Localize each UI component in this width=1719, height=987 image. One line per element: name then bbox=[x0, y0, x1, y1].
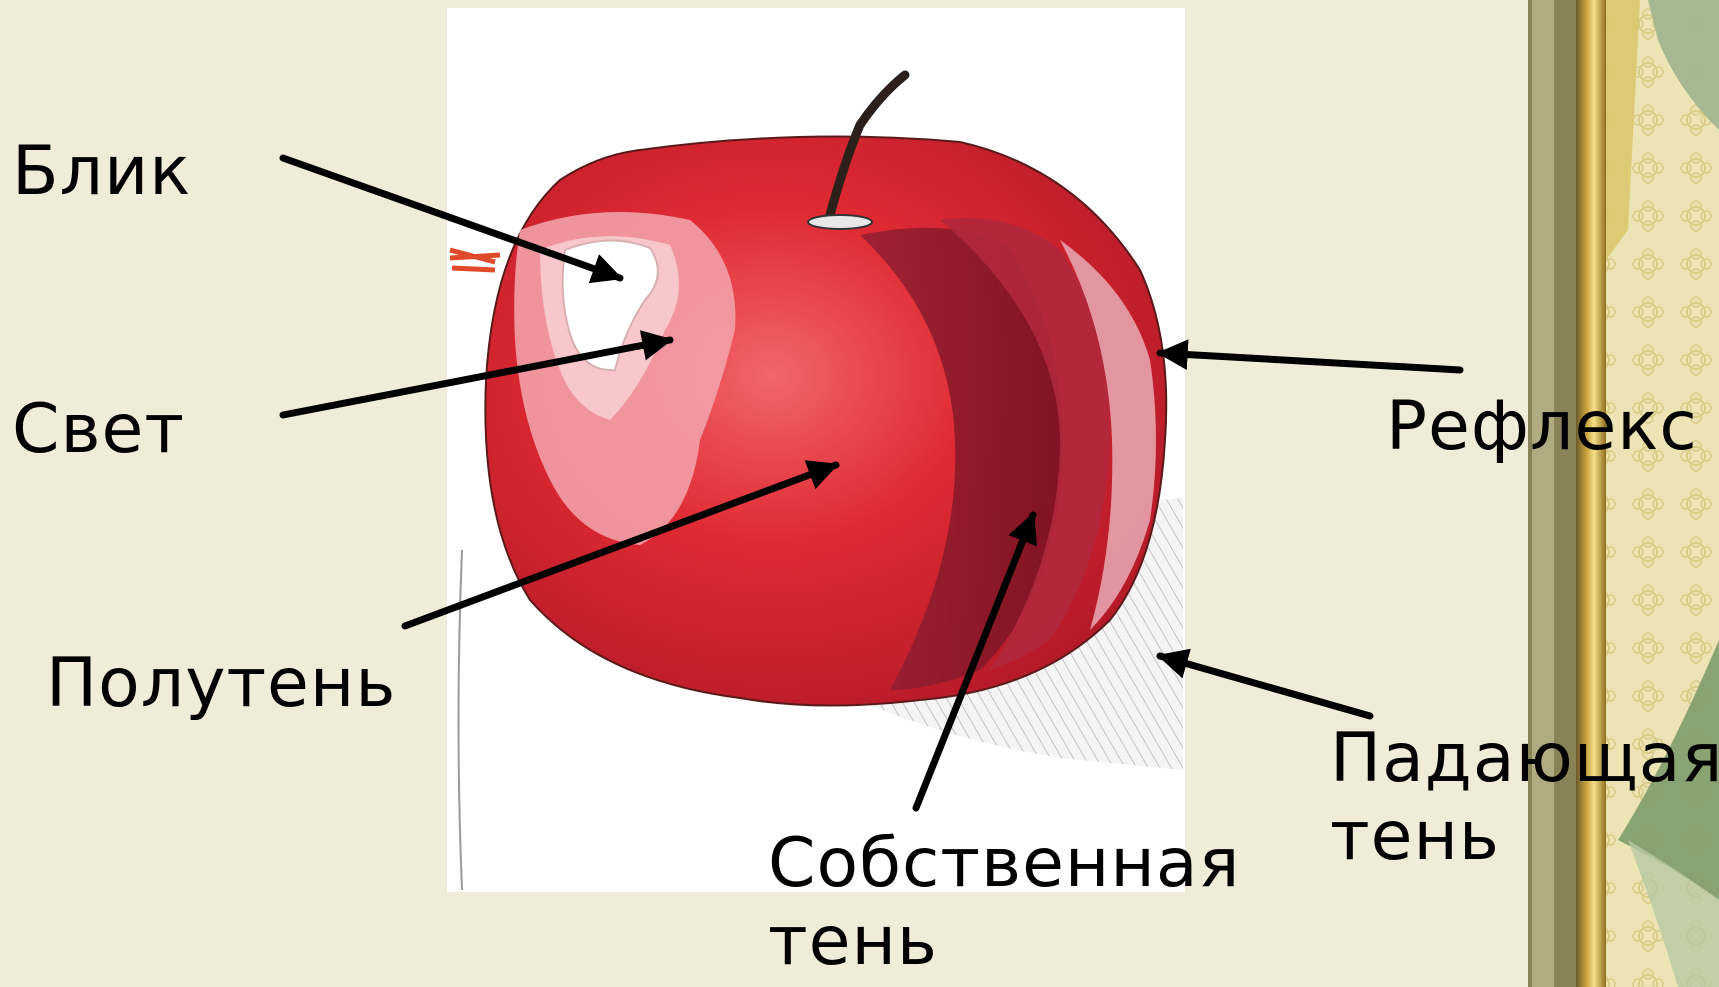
label-own-shadow-line2: тень bbox=[768, 903, 1240, 981]
label-reflex: Рефлекс bbox=[1386, 393, 1698, 461]
label-own-shadow-line1: Собственная bbox=[768, 825, 1240, 903]
label-halftone: Полутень bbox=[46, 650, 396, 718]
label-cast-shadow-line2: тень bbox=[1330, 798, 1719, 876]
label-light: Свет bbox=[12, 396, 185, 464]
arrow-cast-shadow bbox=[1160, 656, 1370, 716]
arrow-reflex bbox=[1160, 353, 1460, 370]
label-own-shadow: Собственная тень bbox=[768, 825, 1240, 981]
label-cast-shadow: Падающая тень bbox=[1330, 720, 1719, 876]
label-highlight: Блик bbox=[12, 138, 191, 206]
label-cast-shadow-line1: Падающая bbox=[1330, 720, 1719, 798]
